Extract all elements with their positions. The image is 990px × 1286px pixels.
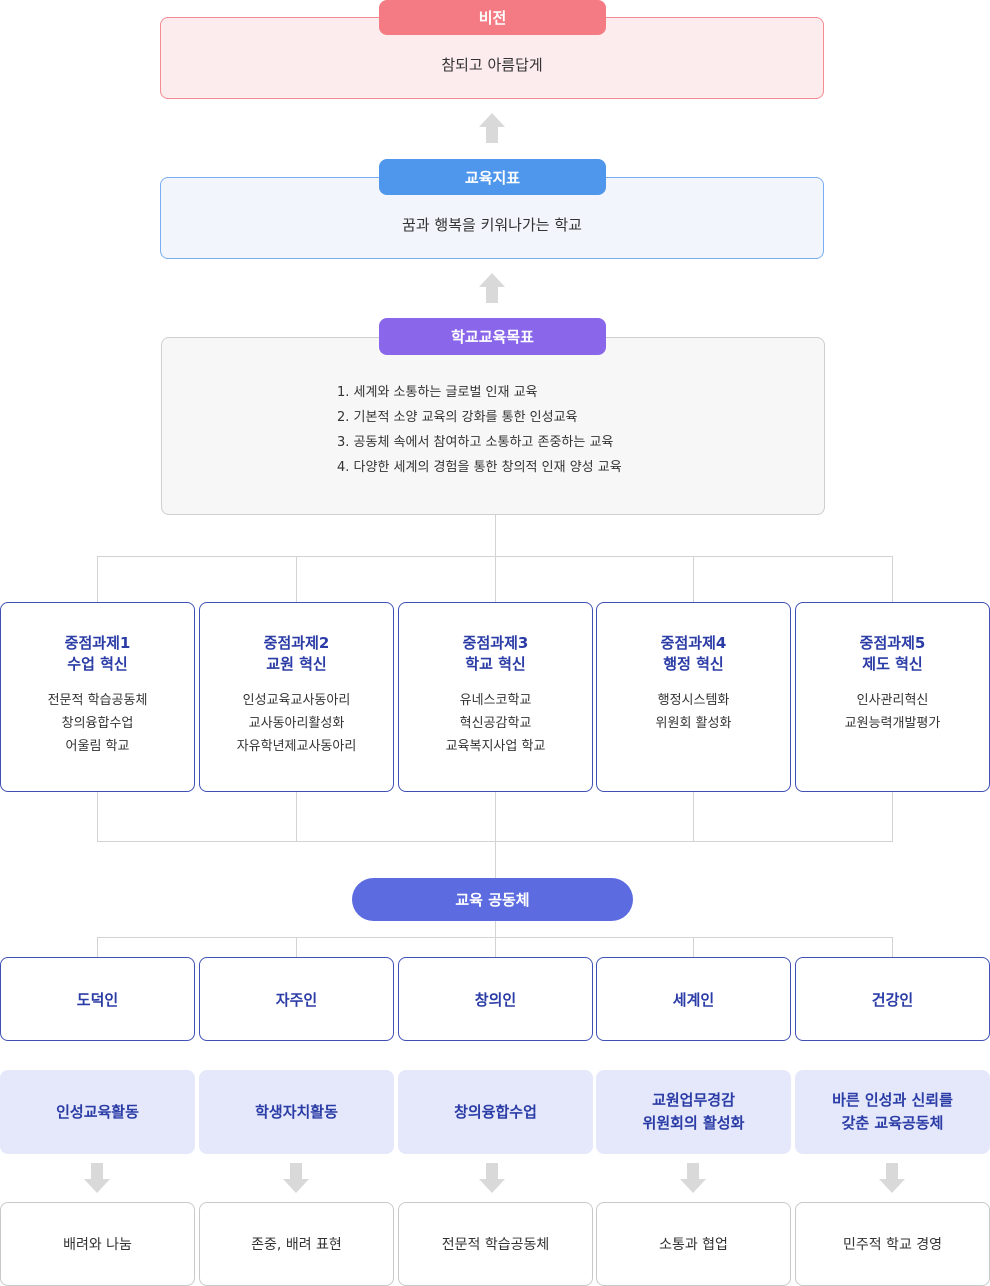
school-goal-item: 3. 공동체 속에서 참여하고 소통하고 존중하는 교육: [337, 435, 614, 450]
task-title: 중점과제2 교원 혁신: [200, 633, 393, 675]
activity-line: 창의융합수업: [454, 1102, 537, 1121]
task-number: 중점과제1: [64, 634, 131, 652]
task-item: 인사관리혁신: [856, 693, 929, 708]
person-box: 세계인: [596, 957, 791, 1041]
person-box: 건강인: [795, 957, 990, 1041]
task-item: 위원회 활성화: [655, 716, 732, 731]
community-label: 교육 공동체: [352, 878, 633, 921]
task-item: 자유학년제교사동아리: [236, 739, 357, 754]
task-item: 교육복지사업 학교: [445, 739, 546, 754]
task-number: 중점과제5: [859, 634, 926, 652]
result-box: 소통과 협업: [596, 1202, 791, 1286]
task-items: 행정시스템화 위원회 활성화: [597, 689, 790, 735]
task-card-1: 중점과제1 수업 혁신 전문적 학습공동체 창의융합수업 어울림 학교: [0, 602, 195, 792]
vision-label: 비전: [379, 0, 606, 35]
task-item: 교원능력개발평가: [844, 716, 941, 731]
arrow-down-icon: [283, 1163, 309, 1193]
task-items: 전문적 학습공동체 창의융합수업 어울림 학교: [1, 689, 194, 758]
result-box: 민주적 학교 경영: [795, 1202, 990, 1286]
task-number: 중점과제4: [660, 634, 727, 652]
task-item: 교사동아리활성화: [248, 716, 345, 731]
arrow-down-icon: [479, 1163, 505, 1193]
task-title: 중점과제5 제도 혁신: [796, 633, 989, 675]
task-name: 학교 혁신: [465, 655, 526, 673]
task-item: 창의융합수업: [61, 716, 134, 731]
task-number: 중점과제2: [263, 634, 330, 652]
arrow-up-icon: [479, 273, 505, 303]
school-goal-box: 1. 세계와 소통하는 글로벌 인재 교육 2. 기본적 소양 교육의 강화를 …: [161, 337, 825, 515]
task-item: 어울림 학교: [65, 739, 130, 754]
vision-text: 참되고 아름답게: [441, 55, 543, 74]
activity-line: 학생자치활동: [255, 1102, 338, 1121]
task-name: 수업 혁신: [67, 655, 128, 673]
school-goal-item: 4. 다양한 세계의 경험을 통한 창의적 인재 양성 교육: [337, 460, 622, 475]
task-name: 행정 혁신: [663, 655, 724, 673]
task-title: 중점과제3 학교 혁신: [399, 633, 592, 675]
activity-box: 인성교육활동: [0, 1070, 195, 1154]
edu-goal-text: 꿈과 행복을 키워나가는 학교: [402, 215, 582, 234]
task-item: 유네스코학교: [459, 693, 532, 708]
task-card-3: 중점과제3 학교 혁신 유네스코학교 혁신공감학교 교육복지사업 학교: [398, 602, 593, 792]
arrow-down-icon: [680, 1163, 706, 1193]
person-box: 창의인: [398, 957, 593, 1041]
result-box: 전문적 학습공동체: [398, 1202, 593, 1286]
school-goal-item: 2. 기본적 소양 교육의 강화를 통한 인성교육: [337, 410, 578, 425]
activity-box: 학생자치활동: [199, 1070, 394, 1154]
task-title: 중점과제4 행정 혁신: [597, 633, 790, 675]
school-goal-item: 1. 세계와 소통하는 글로벌 인재 교육: [337, 385, 538, 400]
task-number: 중점과제3: [462, 634, 529, 652]
task-card-5: 중점과제5 제도 혁신 인사관리혁신 교원능력개발평가: [795, 602, 990, 792]
result-box: 존중, 배려 표현: [199, 1202, 394, 1286]
school-goal-label: 학교교육목표: [379, 318, 606, 355]
task-items: 인성교육교사동아리 교사동아리활성화 자유학년제교사동아리: [200, 689, 393, 758]
arrow-up-icon: [479, 113, 505, 143]
school-goal-list: 1. 세계와 소통하는 글로벌 인재 교육 2. 기본적 소양 교육의 강화를 …: [337, 380, 622, 480]
activity-box: 창의융합수업: [398, 1070, 593, 1154]
task-item: 전문적 학습공동체: [47, 693, 148, 708]
task-items: 유네스코학교 혁신공감학교 교육복지사업 학교: [399, 689, 592, 758]
task-name: 교원 혁신: [266, 655, 327, 673]
activity-line: 바른 인성과 신뢰를: [832, 1091, 953, 1109]
person-box: 도덕인: [0, 957, 195, 1041]
task-card-2: 중점과제2 교원 혁신 인성교육교사동아리 교사동아리활성화 자유학년제교사동아…: [199, 602, 394, 792]
activity-line: 인성교육활동: [56, 1102, 139, 1121]
activity-line: 위원회의 활성화: [642, 1114, 745, 1132]
activity-line: 교원업무경감: [652, 1091, 735, 1109]
person-box: 자주인: [199, 957, 394, 1041]
arrow-down-icon: [879, 1163, 905, 1193]
edu-goal-label: 교육지표: [379, 159, 606, 195]
task-name: 제도 혁신: [862, 655, 923, 673]
task-item: 인성교육교사동아리: [242, 693, 351, 708]
arrow-down-icon: [84, 1163, 110, 1193]
result-box: 배려와 나눔: [0, 1202, 195, 1286]
activity-line: 갖춘 교육공동체: [841, 1114, 944, 1132]
task-title: 중점과제1 수업 혁신: [1, 633, 194, 675]
task-item: 혁신공감학교: [459, 716, 532, 731]
task-items: 인사관리혁신 교원능력개발평가: [796, 689, 989, 735]
task-card-4: 중점과제4 행정 혁신 행정시스템화 위원회 활성화: [596, 602, 791, 792]
task-item: 행정시스템화: [657, 693, 730, 708]
